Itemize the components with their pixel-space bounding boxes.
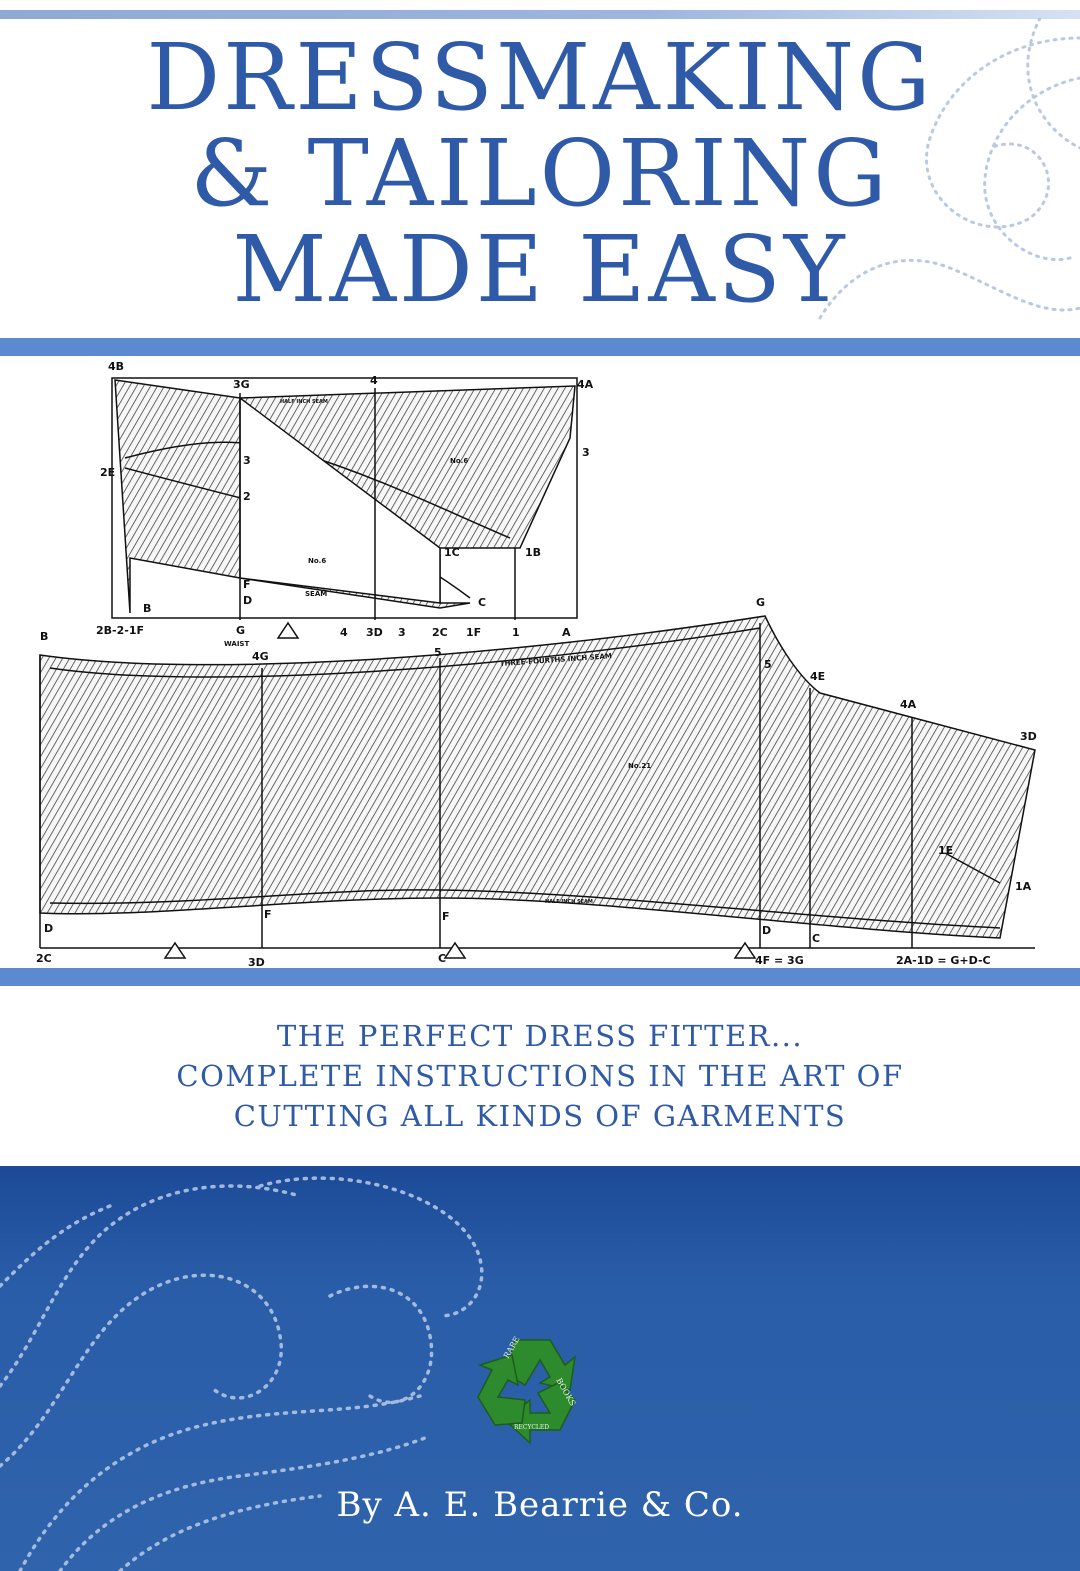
label-half-inch-seam-lower: HALF INCH SEAM <box>545 899 593 905</box>
label-half-inch-seam-upper: HALF INCH SEAM <box>280 399 328 405</box>
subtitle-line-3: CUTTING ALL KINDS OF GARMENTS <box>233 1099 847 1133</box>
blue-band-top <box>0 338 1080 356</box>
label-4: 4 <box>370 374 378 387</box>
label-3: 3 <box>243 454 251 467</box>
label-5-right: 5 <box>764 658 772 671</box>
title-line-2: & TAILORING <box>190 120 890 227</box>
label-3G: 3G <box>233 378 250 391</box>
label-3D-bottom: 3D <box>248 956 265 969</box>
subtitle: THE PERFECT DRESS FITTER... COMPLETE INS… <box>0 1016 1080 1136</box>
blue-band-bottom <box>0 968 1080 986</box>
label-2A-1D: 2A-1D = G+D-C <box>896 954 991 967</box>
label-D-right: D <box>762 924 771 937</box>
label-A: A <box>562 626 571 639</box>
label-1E: 1E <box>938 844 953 857</box>
title-line-1: DRESSMAKING <box>146 24 934 131</box>
label-3D-right: 3D <box>1020 730 1037 743</box>
label-F-1: F <box>264 908 272 921</box>
label-no21: No.21 <box>628 762 651 770</box>
label-5: 5 <box>434 646 442 659</box>
label-3D: 3D <box>366 626 383 639</box>
label-1: 1 <box>512 626 520 639</box>
label-no6-a: No.6 <box>450 457 468 465</box>
label-4B: 4B <box>108 360 124 373</box>
label-1C: 1C <box>444 546 460 559</box>
label-B-lower: B <box>40 630 48 643</box>
title-line-3: MADE EASY <box>232 216 848 323</box>
label-F: F <box>243 578 251 591</box>
label-D-left: D <box>44 922 53 935</box>
label-1A: 1A <box>1015 880 1032 893</box>
bottom-panel <box>0 1166 1080 1571</box>
label-C-right: C <box>812 932 820 945</box>
label-G-lower: G <box>756 596 765 609</box>
label-1B: 1B <box>525 546 541 559</box>
label-no6-b: No.6 <box>308 557 326 565</box>
label-3-right: 3 <box>582 446 590 459</box>
label-B: B <box>143 602 151 615</box>
label-3-bottom: 3 <box>398 626 406 639</box>
label-4G: 4G <box>252 650 269 663</box>
label-seam: SEAM <box>305 590 327 598</box>
label-1F: 1F <box>466 626 481 639</box>
recycle-icon: RARE BOOKS RECYCLED <box>477 1335 577 1445</box>
subtitle-line-1: THE PERFECT DRESS FITTER... <box>276 1019 804 1053</box>
label-2B-2-1F: 2B-2-1F <box>96 624 144 637</box>
decorative-swirl-bottom <box>0 1176 484 1571</box>
label-2E: 2E <box>100 466 115 479</box>
label-D: D <box>243 594 252 607</box>
top-rule <box>0 10 1080 19</box>
book-title: DRESSMAKING & TAILORING MADE EASY <box>0 30 1080 318</box>
label-4A-lower: 4A <box>900 698 917 711</box>
subtitle-line-2: COMPLETE INSTRUCTIONS IN THE ART OF <box>176 1059 904 1093</box>
label-waist: WAIST <box>224 640 249 648</box>
logo-word-recycled: RECYCLED <box>514 1424 549 1431</box>
pattern-diagram: 4B 3G 4 4A 2E 3 3 2 1C 1B F D B C 2B-2-1… <box>36 360 1037 969</box>
label-C-bottom: C <box>438 952 446 965</box>
label-2: 2 <box>243 490 251 503</box>
decorative-swirl-top <box>818 18 1080 320</box>
label-G: G <box>236 624 245 637</box>
label-4-bottom: 4 <box>340 626 348 639</box>
label-4F-3G: 4F = 3G <box>755 954 804 967</box>
author-line: By A. E. Bearrie & Co. <box>336 1485 744 1525</box>
label-C: C <box>478 596 486 609</box>
label-F-2: F <box>442 910 450 923</box>
label-2C: 2C <box>432 626 448 639</box>
label-4E: 4E <box>810 670 825 683</box>
label-4A: 4A <box>577 378 594 391</box>
label-2C-bottom: 2C <box>36 952 52 965</box>
